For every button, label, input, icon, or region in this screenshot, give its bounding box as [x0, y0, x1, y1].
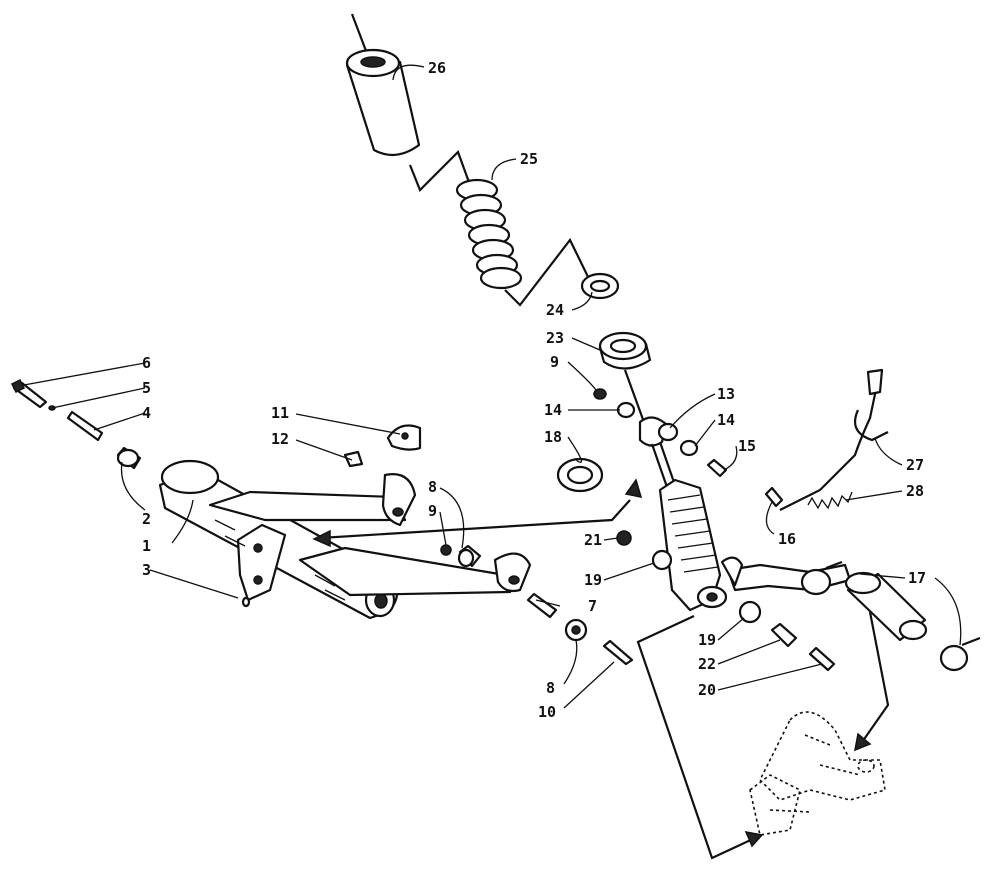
callout-14-left: 14 — [544, 401, 562, 419]
callout-27: 27 — [906, 456, 924, 474]
nut-9-left — [440, 544, 452, 556]
assembly-path-line — [408, 150, 472, 192]
callout-8-top: 8 — [428, 478, 437, 496]
adjuster-collar — [598, 331, 652, 370]
sleeve-15 — [706, 458, 728, 478]
callout-23: 23 — [546, 329, 564, 347]
shock-boot — [345, 13, 421, 157]
callout-18: 18 — [544, 428, 562, 446]
leader-lines — [23, 64, 962, 709]
cable-27 — [779, 368, 889, 511]
callout-16: 16 — [778, 530, 796, 548]
screw-12 — [343, 450, 364, 468]
callout-28: 28 — [906, 482, 924, 500]
nut-9-right — [593, 388, 607, 400]
callout-12: 12 — [271, 430, 289, 448]
callout-13: 13 — [717, 385, 735, 403]
nut-21 — [616, 530, 632, 546]
bushing-19-right — [738, 600, 762, 624]
callout-26: 26 — [428, 59, 446, 77]
bolt-6 — [10, 378, 48, 409]
callout-9-right: 9 — [550, 353, 559, 371]
linkage-arm — [720, 556, 852, 592]
clamp-17-right — [939, 636, 981, 672]
callout-21: 21 — [584, 531, 602, 549]
bolt-16 — [764, 486, 784, 508]
bushing-2 — [116, 446, 142, 470]
callout-8-bottom: 8 — [546, 679, 555, 697]
bushing-8-bottom — [564, 618, 588, 642]
callout-10: 10 — [538, 703, 556, 721]
callout-19-right: 19 — [698, 631, 716, 649]
callout-2: 2 — [142, 510, 151, 528]
callout-7: 7 — [588, 597, 597, 615]
cam-plate — [386, 424, 422, 451]
callout-24: 24 — [546, 301, 564, 319]
cylinder-17 — [844, 571, 928, 642]
callout-1: 1 — [142, 537, 151, 555]
suspension-frame — [158, 459, 532, 620]
callout-19-left: 19 — [584, 571, 602, 589]
callout-17: 17 — [908, 569, 926, 587]
shock-absorber — [638, 416, 728, 612]
assembly-path-line-2 — [504, 237, 593, 307]
coil-spring — [455, 178, 523, 290]
callout-3: 3 — [142, 561, 151, 579]
spring-clip-18 — [556, 457, 604, 493]
callout-9-left: 9 — [428, 502, 437, 520]
washer-3 — [241, 596, 251, 608]
clamp-17-left — [800, 560, 843, 596]
bushing-8-top — [457, 544, 482, 568]
bushing-19-left — [651, 549, 673, 571]
callout-6: 6 — [142, 354, 151, 372]
sleeve-4 — [66, 410, 104, 442]
callout-4: 4 — [142, 404, 151, 422]
bolt-10 — [602, 639, 634, 666]
callout-14-right: 14 — [717, 411, 735, 429]
sleeve-22 — [770, 622, 798, 648]
callout-22: 22 — [698, 655, 716, 673]
callout-11: 11 — [271, 404, 289, 422]
callout-25: 25 — [520, 150, 538, 168]
callout-15: 15 — [738, 437, 756, 455]
ghost-assembly — [749, 711, 886, 836]
spring-seat — [580, 272, 620, 300]
callout-labels: 6 5 4 2 1 3 11 12 8 9 7 8 10 26 25 24 23… — [142, 59, 926, 721]
callout-20: 20 — [698, 681, 716, 699]
bushing-14-right — [679, 439, 699, 457]
spring-28 — [807, 491, 853, 510]
reference-bracket — [636, 611, 890, 860]
sleeve-7 — [526, 592, 558, 619]
bushing-14-left — [616, 401, 636, 419]
callout-5: 5 — [142, 379, 151, 397]
assembly-arrow — [312, 478, 643, 548]
